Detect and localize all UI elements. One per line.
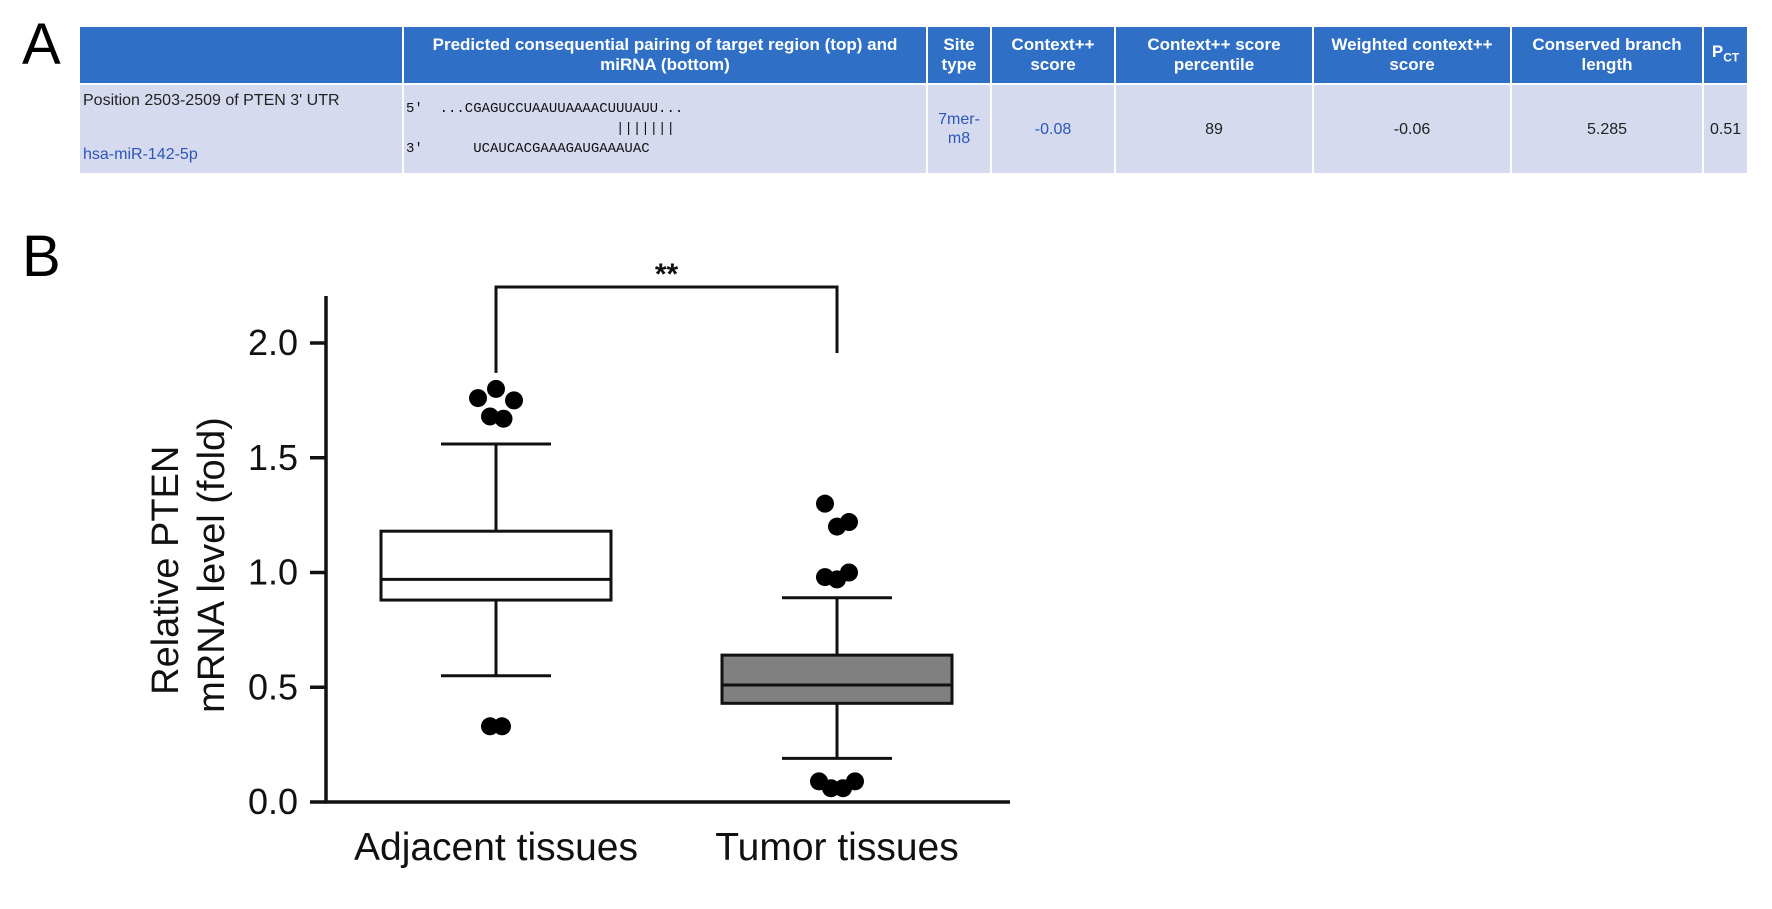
context-percentile-cell: 89 (1116, 85, 1312, 173)
box-series: Adjacent tissues Tumor tissues (354, 442, 959, 869)
outlier-point (505, 391, 523, 410)
pct-main: P (1711, 42, 1724, 62)
pairing-top: 5' ...CGAGUCCUAAUUAAAACUUUAUU... (406, 101, 684, 117)
iqr-box (379, 529, 613, 602)
y-axis-title: Relative PTEN mRNA level (fold) (145, 417, 233, 713)
outlier-point (487, 379, 505, 398)
header-context-percentile: Context++ score percentile (1116, 27, 1312, 83)
iqr-box (720, 653, 954, 705)
significance-bracket-line (494, 285, 839, 373)
site-type-cell: 7mer-m8 (928, 85, 990, 173)
mirna-name: hsa-miR-142-5p (83, 146, 198, 163)
panel-a-label: A (22, 12, 61, 77)
weighted-context-cell: -0.06 (1314, 85, 1510, 173)
outlier-point (840, 513, 858, 532)
header-site-type: Site type (928, 27, 990, 83)
outlier-point (840, 563, 858, 582)
outlier-point (481, 407, 499, 426)
y-ticks: 0.0 0.5 1.0 1.5 2.0 (248, 322, 326, 822)
pairing-mid: ||||||| (406, 121, 675, 137)
header-conserved-branch: Conserved branch length (1512, 27, 1702, 83)
panel-b-label: B (22, 224, 61, 289)
box-adjacent: Adjacent tissues (354, 442, 638, 869)
position-text: Position 2503-2509 of PTEN 3' UTR (83, 92, 340, 109)
pairing-cell: 5' ...CGAGUCCUAAUUAAAACUUUAUU... |||||||… (404, 85, 926, 173)
pct-sub: CT (1723, 50, 1740, 65)
x-category-label: Tumor tissues (715, 826, 958, 869)
outlier-points (469, 379, 864, 798)
significance-label: ** (655, 258, 679, 291)
chart-axes (324, 296, 1010, 804)
target-site-table: Predicted consequential pairing of targe… (78, 25, 1749, 175)
header-context-score: Context++ score (992, 27, 1114, 83)
y-tick-label: 0.0 (248, 781, 298, 822)
table-header-row: Predicted consequential pairing of targe… (80, 27, 1748, 83)
outlier-point (469, 389, 487, 408)
outlier-point (846, 772, 864, 791)
header-position (80, 27, 402, 83)
pairing-bottom: 3' UCAUCACGAAAGAUGAAAUAC (406, 141, 650, 157)
box-tumor: Tumor tissues (715, 596, 959, 869)
header-weighted-context: Weighted context++ score (1314, 27, 1510, 83)
header-pairing: Predicted consequential pairing of targe… (404, 27, 926, 83)
table-row: Position 2503-2509 of PTEN 3' UTR hsa-mi… (80, 85, 1748, 173)
conserved-branch-cell: 5.285 (1512, 85, 1702, 173)
outlier-point (816, 494, 834, 513)
significance-bracket: ** (494, 258, 839, 373)
y-axis-title-line1: Relative PTEN (145, 446, 187, 695)
context-score-cell: -0.08 (992, 85, 1114, 173)
y-axis-title-line2: mRNA level (fold) (191, 417, 233, 713)
y-tick-label: 2.0 (248, 322, 298, 363)
pct-cell: 0.51 (1704, 85, 1748, 173)
position-cell: Position 2503-2509 of PTEN 3' UTR hsa-mi… (80, 85, 402, 173)
header-pct: PCT (1704, 27, 1748, 83)
y-tick-label: 1.0 (248, 552, 298, 593)
outlier-point (493, 717, 511, 736)
x-category-label: Adjacent tissues (354, 826, 638, 869)
outlier-point (494, 409, 513, 428)
y-tick-label: 1.5 (248, 437, 298, 478)
y-tick-label: 0.5 (248, 666, 298, 707)
